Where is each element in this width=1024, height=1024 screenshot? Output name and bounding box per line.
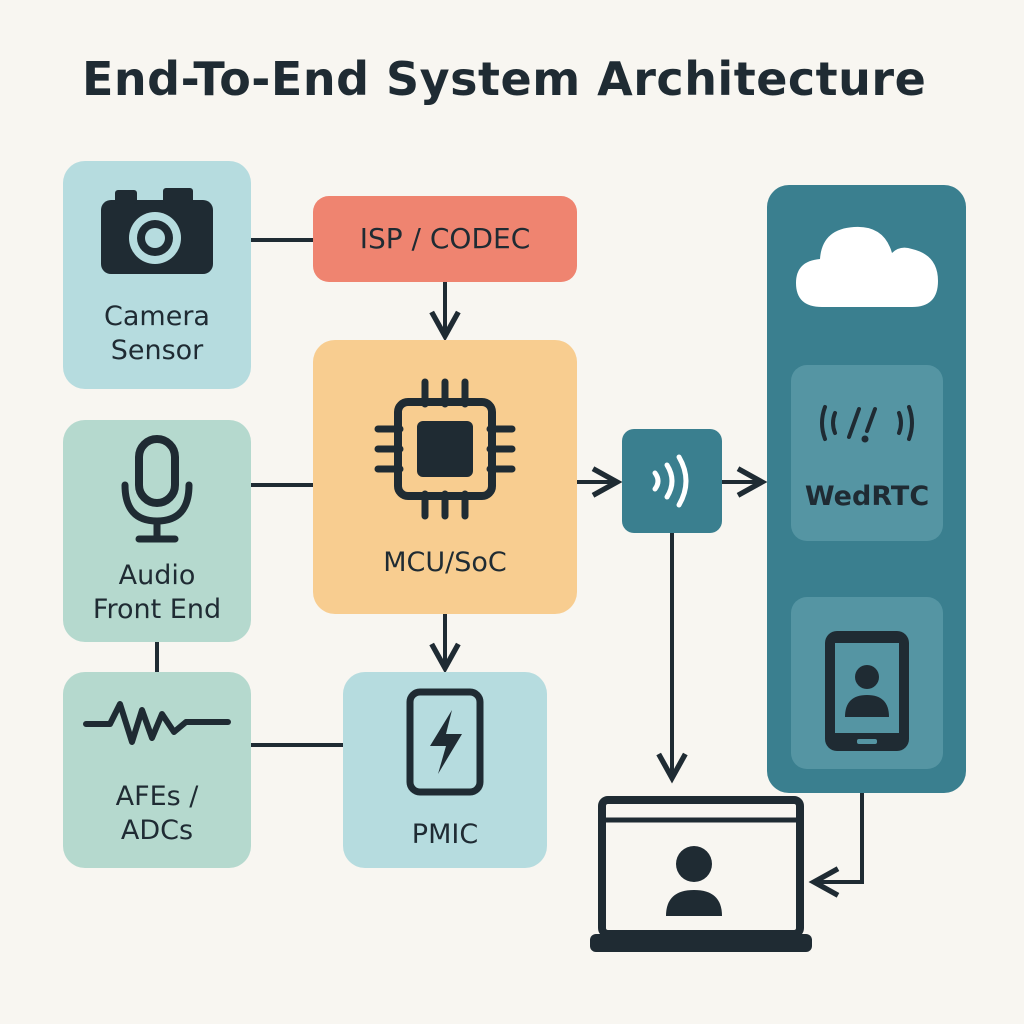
afe-adc-label: AFEs / ADCs: [115, 781, 199, 846]
microphone-icon: [117, 435, 197, 545]
mcu-soc-label: MCU/SoC: [383, 547, 507, 578]
audio-front-end-label: Audio Front End: [92, 560, 222, 625]
webrtc-label: WedRTC: [804, 481, 930, 512]
camera-icon: [97, 182, 217, 278]
laptop-user-icon: [588, 796, 814, 956]
cloud-icon: [792, 215, 942, 311]
wireless-module-block: [622, 429, 722, 533]
battery-bolt-icon: [404, 688, 486, 796]
chip-icon: [370, 374, 520, 524]
cloud-to-laptop-arrow: [814, 791, 864, 882]
smartphone-user-icon: [821, 627, 913, 755]
isp-codec-label: ISP / CODEC: [359, 222, 531, 255]
afe-adc-block: AFEs / ADCs: [63, 672, 251, 868]
waveform-icon: [82, 692, 232, 752]
pmic-label: PMIC: [411, 819, 479, 850]
wireless-signal-icon: [647, 451, 697, 511]
broadcast-icon: [817, 399, 917, 449]
audio-front-end-block: Audio Front End: [63, 420, 251, 642]
mcu-soc-block: MCU/SoC: [313, 340, 577, 614]
page-title: End-To-End System Architecture: [82, 52, 927, 106]
phone-card: [791, 597, 943, 769]
webrtc-card: WedRTC: [791, 365, 943, 541]
pmic-block: PMIC: [343, 672, 547, 868]
laptop-block: [588, 796, 814, 956]
camera-sensor-label: Camera Sensor: [104, 301, 210, 366]
camera-sensor-block: Camera Sensor: [63, 161, 251, 389]
isp-codec-block: ISP / CODEC: [313, 196, 577, 282]
